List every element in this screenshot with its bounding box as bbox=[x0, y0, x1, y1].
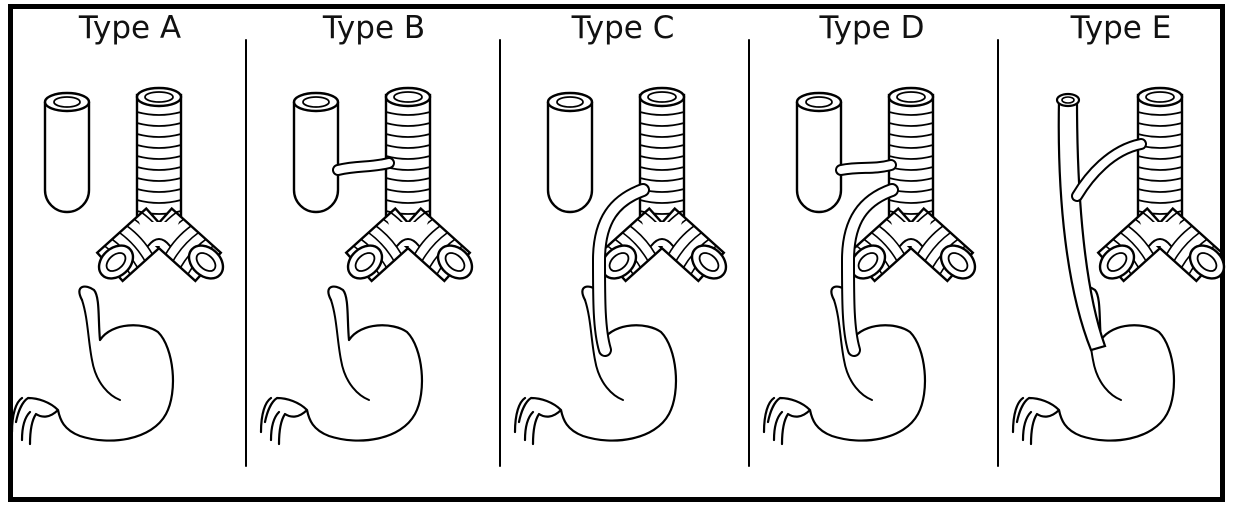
stomach-inner-contour bbox=[82, 300, 120, 400]
panel-type-d bbox=[764, 88, 981, 444]
panel-type-a bbox=[12, 88, 229, 444]
panel-type-b bbox=[261, 88, 478, 444]
upper-esophageal-pouch bbox=[294, 93, 338, 212]
upper-esophageal-pouch bbox=[797, 93, 841, 212]
trachea bbox=[845, 88, 982, 285]
trachea bbox=[93, 88, 230, 285]
panel-type-c bbox=[515, 88, 732, 444]
trachea bbox=[342, 88, 479, 285]
trachea bbox=[1094, 88, 1231, 285]
upper-esophageal-pouch bbox=[45, 93, 89, 212]
stomach-inner-contour bbox=[331, 300, 369, 400]
trachea bbox=[596, 88, 733, 285]
upper-pouch-fistula bbox=[841, 165, 891, 170]
continuous-esophagus bbox=[1057, 94, 1105, 350]
stomach bbox=[12, 287, 173, 444]
upper-esophageal-pouch bbox=[548, 93, 592, 212]
stomach bbox=[261, 287, 422, 444]
panel-type-e bbox=[1013, 88, 1230, 444]
